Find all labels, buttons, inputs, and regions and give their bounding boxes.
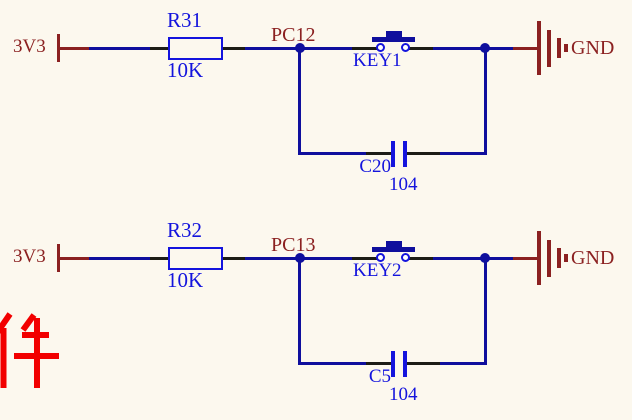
pushbutton-bar-icon — [372, 247, 415, 252]
pushbutton-designator: KEY1 — [353, 50, 402, 71]
resistor-pin-lead — [223, 47, 245, 50]
resistor-pin-lead — [150, 257, 168, 260]
pushbutton-contact-icon — [401, 253, 410, 262]
capacitor-value: 104 — [389, 174, 418, 195]
ground-wire-stub — [513, 47, 539, 50]
capacitor-pin-lead — [405, 152, 440, 155]
wire-segment — [298, 362, 366, 365]
resistor-body — [168, 247, 223, 270]
cjk-character-jian: 件 — [0, 312, 59, 388]
pushbutton-bar-icon — [372, 37, 415, 42]
resistor-pin-lead — [223, 257, 245, 260]
capacitor-value: 104 — [389, 384, 418, 405]
schematic-canvas: 3V3 R31 10K PC12 KEY1 GND — [0, 8, 615, 404]
wire-segment — [484, 47, 487, 155]
ground-symbol-icon — [564, 44, 568, 52]
power-wire-stub — [58, 257, 89, 260]
resistor-pin-lead — [150, 47, 168, 50]
resistor-value: 10K — [167, 268, 204, 292]
ground-net-label: GND — [571, 247, 615, 269]
wire-segment — [89, 47, 150, 50]
pushbutton-designator: KEY2 — [353, 260, 402, 281]
button-pin-lead — [352, 257, 378, 260]
capacitor-plate-icon — [403, 351, 407, 377]
wire-segment — [433, 47, 513, 50]
wire-segment — [440, 362, 487, 365]
resistor-value: 10K — [167, 58, 204, 82]
button-pin-lead — [409, 47, 433, 50]
wire-segment — [440, 152, 487, 155]
ground-symbol-icon — [564, 254, 568, 262]
button-pin-lead — [409, 257, 433, 260]
wire-segment — [298, 257, 301, 365]
pushbutton-plunger-icon — [386, 241, 402, 247]
key-circuit-1: 3V3 R31 10K PC12 KEY1 GND — [13, 8, 615, 195]
button-pin-lead — [352, 47, 378, 50]
pushbutton-contact-icon — [376, 253, 385, 262]
power-net-label: 3V3 — [13, 246, 46, 267]
ground-symbol-icon — [547, 30, 551, 67]
wire-segment — [298, 47, 301, 155]
pushbutton-contact-icon — [401, 43, 410, 52]
wire-segment — [89, 257, 150, 260]
capacitor-pin-lead — [405, 362, 440, 365]
power-wire-stub — [58, 47, 89, 50]
ground-symbol-icon — [537, 21, 541, 75]
capacitor-plate-icon — [391, 141, 395, 167]
wire-segment — [433, 257, 513, 260]
capacitor-plate-icon — [403, 141, 407, 167]
pushbutton-plunger-icon — [386, 31, 402, 37]
key-circuit-2: 3V3 R32 10K PC13 KEY2 GND — [0, 210, 632, 420]
ground-symbol-icon — [557, 38, 561, 58]
ground-symbol-icon — [557, 248, 561, 268]
capacitor-plate-icon — [391, 351, 395, 377]
capacitor-pin-lead — [366, 362, 392, 365]
capacitor-designator: C5 — [368, 366, 391, 387]
resistor-body — [168, 37, 223, 60]
wire-segment — [298, 152, 366, 155]
capacitor-pin-lead — [366, 152, 392, 155]
net-label: PC13 — [271, 234, 316, 256]
resistor-designator: R32 — [167, 218, 203, 242]
wire-segment — [484, 257, 487, 365]
ground-symbol-icon — [547, 240, 551, 277]
ground-net-label: GND — [571, 37, 615, 59]
ground-symbol-icon — [537, 231, 541, 285]
resistor-designator: R31 — [167, 8, 203, 32]
capacitor-designator: C20 — [359, 156, 391, 177]
ground-wire-stub — [513, 257, 539, 260]
power-net-label: 3V3 — [13, 36, 46, 57]
pushbutton-contact-icon — [376, 43, 385, 52]
net-label: PC12 — [271, 24, 316, 46]
